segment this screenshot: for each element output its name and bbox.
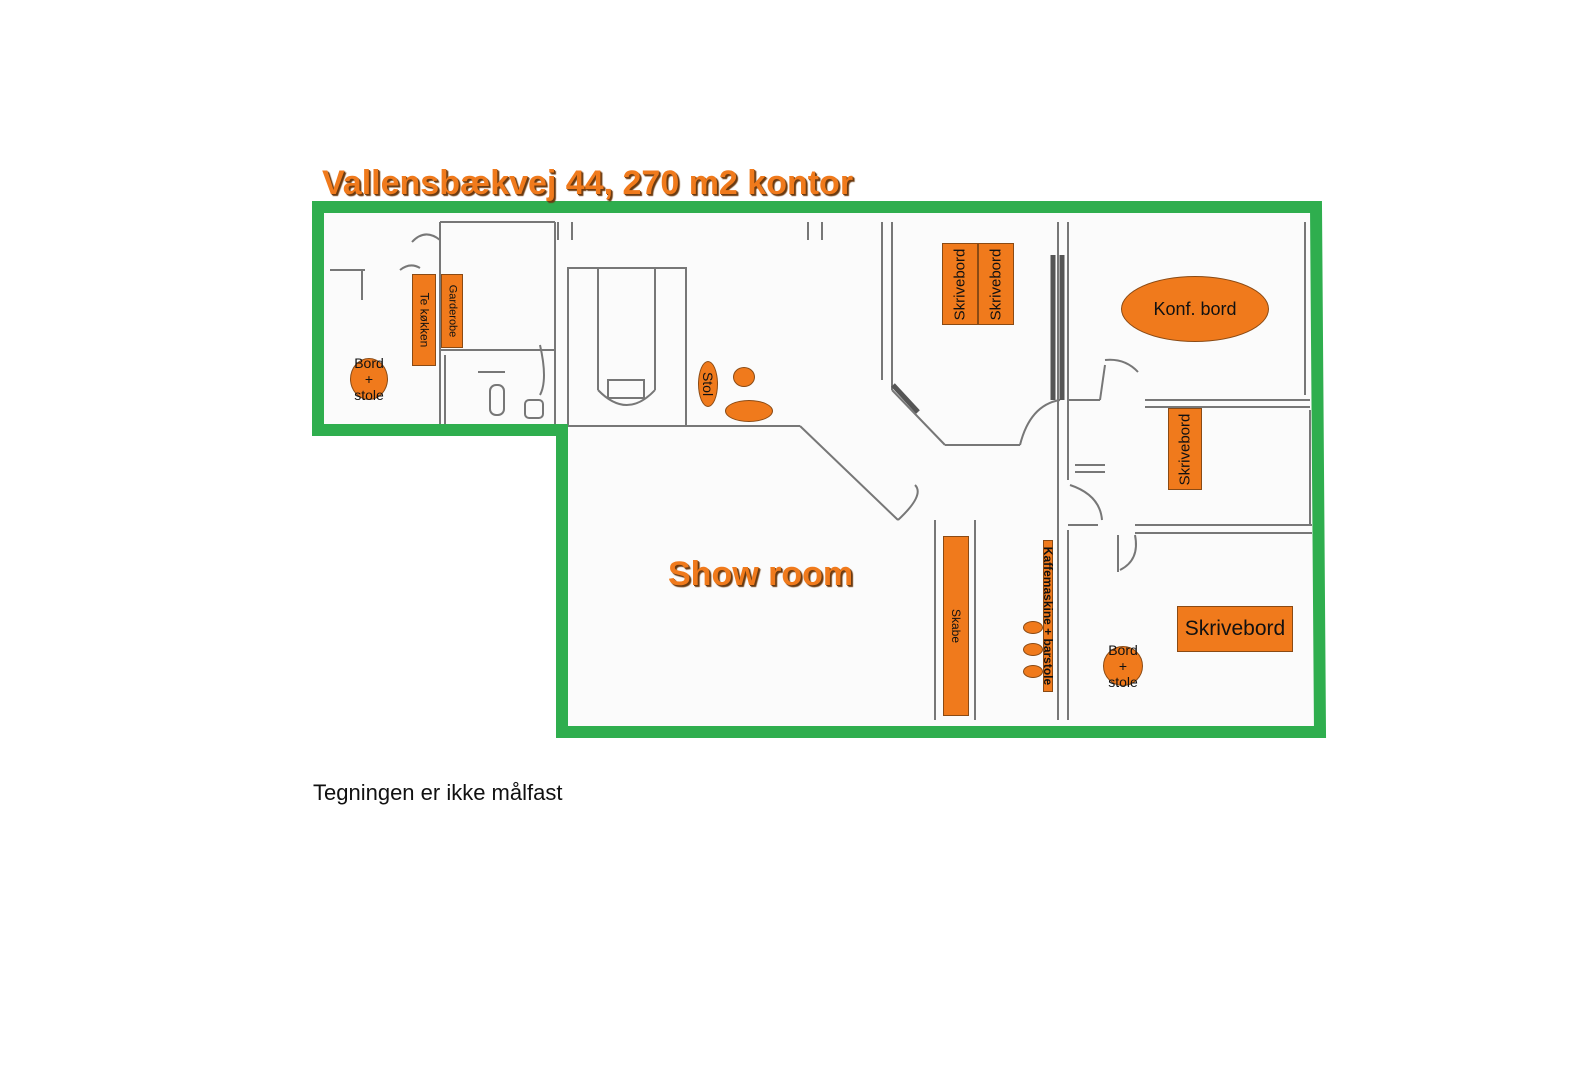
interior-walls: [330, 221, 1312, 720]
furniture-label: Bord + stole: [354, 354, 384, 404]
plan-title: Vallensbækvej 44, 270 m2 kontor: [322, 164, 854, 202]
furniture-skrivebord-1: Skrivebord: [942, 243, 978, 325]
furniture-stol: Stol: [698, 361, 718, 407]
furniture-label: Skrivebord: [951, 248, 969, 320]
furniture-chair-wide: [725, 400, 773, 422]
scale-note: Tegningen er ikke målfast: [313, 780, 563, 805]
thick-walls: [891, 255, 1065, 414]
furniture-kaffemaskine: Kaffemaskine + barstole: [1041, 540, 1055, 692]
furniture-chair-small: [733, 367, 755, 387]
furniture-label: Stol: [700, 371, 716, 397]
furniture-skrivebord-3: Skrivebord: [1168, 408, 1202, 490]
furniture-label: Konf. bord: [1153, 298, 1237, 319]
furniture-bord-stole-1: Bord + stole: [350, 354, 388, 404]
furniture-label: Te køkken: [417, 292, 431, 348]
furniture-skabe: Skabe: [943, 536, 969, 716]
furniture-label: Kaffemaskine + barstole: [1041, 546, 1055, 686]
furniture-barstol-3: [1023, 665, 1043, 678]
furniture-skrivebord-4: Skrivebord: [1177, 606, 1293, 652]
room-label-showroom: Show room: [668, 555, 854, 593]
furniture-label: Skabe: [949, 608, 963, 644]
furniture-te-kokken: Te køkken: [412, 274, 436, 366]
furniture-label: Garderobe: [446, 284, 458, 338]
furniture-bord-stole-2: Bord + stole: [1103, 642, 1143, 690]
furniture-label: Skrivebord: [1184, 616, 1286, 640]
furniture-barstol-1: [1023, 621, 1043, 634]
furniture-label: Skrivebord: [987, 248, 1005, 320]
furniture-skrivebord-2: Skrivebord: [978, 243, 1014, 325]
furniture-label: Skrivebord: [1176, 413, 1194, 485]
furniture-label: Bord + stole: [1108, 641, 1138, 691]
furniture-garderobe: Garderobe: [441, 274, 463, 348]
building-outline: [312, 201, 1327, 738]
furniture-konf-bord: Konf. bord: [1121, 276, 1269, 342]
furniture-barstol-2: [1023, 643, 1043, 656]
